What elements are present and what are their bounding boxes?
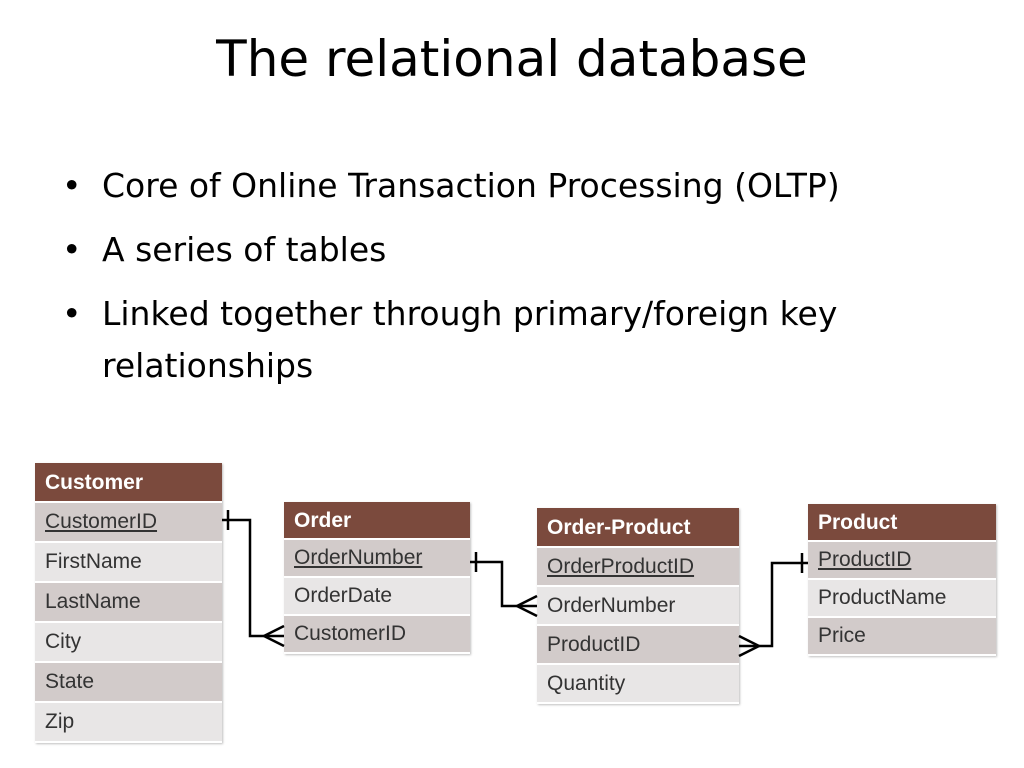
foreign-key-field: ProductID	[537, 626, 739, 665]
table-header: Order	[284, 502, 470, 540]
product-table: Product ProductID ProductName Price	[808, 504, 996, 656]
table-field: OrderDate	[284, 578, 470, 616]
table-field: LastName	[35, 583, 222, 623]
order-orderproduct-relationship	[470, 552, 538, 618]
bullet-dot-icon: •	[62, 294, 82, 333]
bullet-text: A series of tables	[102, 230, 387, 269]
table-header: Customer	[35, 463, 222, 503]
table-field: Price	[808, 618, 996, 656]
bullet-item: • Core of Online Transaction Processing (…	[58, 160, 958, 212]
table-field: State	[35, 663, 222, 703]
primary-key-field: ProductID	[808, 542, 996, 580]
table-header: Product	[808, 504, 996, 542]
bullet-list: • Core of Online Transaction Processing (…	[58, 160, 958, 404]
table-field: ProductName	[808, 580, 996, 618]
table-field: City	[35, 623, 222, 663]
product-orderproduct-relationship	[738, 553, 808, 658]
table-field: FirstName	[35, 543, 222, 583]
foreign-key-field: CustomerID	[284, 616, 470, 654]
foreign-key-field: OrderNumber	[537, 587, 739, 626]
bullet-item: • Linked together through primary/foreign…	[58, 288, 958, 392]
customer-order-relationship	[222, 510, 285, 648]
customer-table: Customer CustomerID FirstName LastName C…	[35, 463, 222, 743]
bullet-dot-icon: •	[62, 230, 82, 269]
primary-key-field: OrderProductID	[537, 548, 739, 587]
bullet-text: Core of Online Transaction Processing (O…	[102, 166, 840, 205]
order-product-table: Order-Product OrderProductID OrderNumber…	[537, 508, 739, 704]
bullet-item: • A series of tables	[58, 224, 958, 276]
bullet-dot-icon: •	[62, 166, 82, 205]
table-field: Zip	[35, 703, 222, 743]
slide-title: The relational database	[216, 30, 808, 88]
primary-key-field: OrderNumber	[284, 540, 470, 578]
primary-key-field: CustomerID	[35, 503, 222, 543]
table-header: Order-Product	[537, 508, 739, 548]
table-field: Quantity	[537, 665, 739, 704]
order-table: Order OrderNumber OrderDate CustomerID	[284, 502, 470, 654]
bullet-text: Linked together through primary/foreign …	[102, 294, 838, 385]
